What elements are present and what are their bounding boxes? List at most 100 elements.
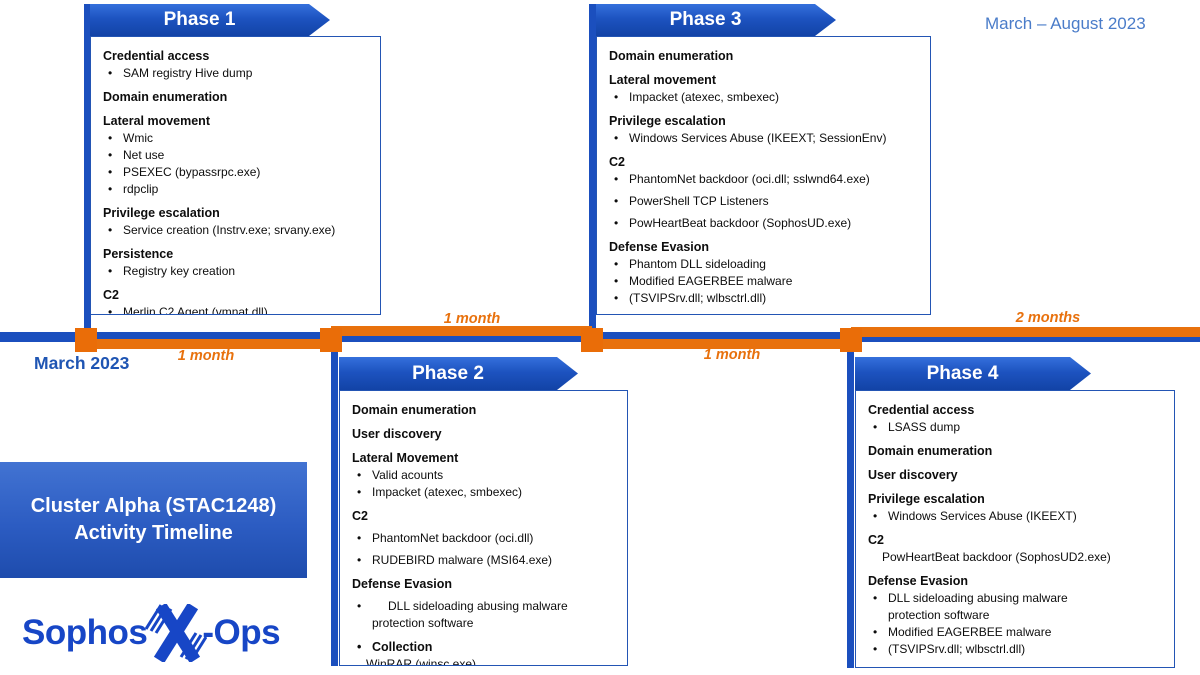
section-item-text: RUDEBIRD malware (MSI64.exe) bbox=[372, 553, 553, 567]
phase1-banner-label: Phase 1 bbox=[163, 9, 236, 30]
section-item-text: Registry key creation bbox=[123, 264, 236, 278]
bullet-glyph: • bbox=[108, 148, 113, 162]
section-heading: Privilege escalation bbox=[103, 206, 220, 220]
section-item: PowHeartBeat backdoor (SophosUD2.exe) bbox=[868, 549, 1166, 566]
section-item-text: Merlin C2 Agent (vmnat.dll) bbox=[123, 305, 268, 315]
bullet-glyph: • bbox=[108, 182, 113, 196]
section-item-text: LSASS dump bbox=[888, 420, 961, 434]
section-item-text: PowerShell TCP Listeners bbox=[629, 194, 769, 208]
phase1-connector-line bbox=[84, 4, 91, 334]
phase4-connector-line bbox=[847, 342, 854, 668]
title-line-1: Cluster Alpha (STAC1248) bbox=[30, 494, 277, 517]
bullet-glyph: • bbox=[614, 257, 619, 271]
section-item: •PhantomNet backdoor (oci.dll; sslwnd64.… bbox=[609, 171, 922, 188]
section-item: • Service creation (Instrv.exe; srvany.ex… bbox=[103, 222, 372, 239]
phase3-connector-line bbox=[589, 4, 596, 334]
bullet-glyph: • bbox=[614, 274, 619, 288]
bullet-glyph: • bbox=[108, 131, 113, 145]
section-heading: Domain enumeration bbox=[103, 90, 228, 104]
section-item: • PowerShell TCP Listeners bbox=[609, 193, 922, 210]
section-item: •SAM registry Hive dump bbox=[103, 65, 372, 82]
bullet-glyph: • bbox=[614, 291, 619, 305]
phase1-box: Credential access•SAM registry Hive dump… bbox=[90, 36, 381, 315]
section-item-text: WinRAR (winsc.exe) bbox=[366, 657, 477, 666]
bullet-glyph: • bbox=[357, 599, 362, 613]
interval-label-2: 1 month bbox=[443, 311, 501, 327]
phase-section: Defense Evasion•DLL sideloading abusing … bbox=[352, 576, 619, 632]
bullet-glyph: • bbox=[108, 66, 113, 80]
section-item: WinRAR (winsc.exe) bbox=[352, 656, 619, 666]
bullet-glyph: • bbox=[357, 485, 362, 499]
phase4-banner-label: Phase 4 bbox=[926, 362, 999, 384]
x-ops-x-icon bbox=[145, 604, 208, 662]
section-heading: Credential access bbox=[868, 403, 975, 417]
section-heading: C2 bbox=[609, 155, 625, 169]
section-item: •DLL sideloading abusing malware protect… bbox=[868, 590, 1166, 624]
section-heading: C2 bbox=[352, 509, 368, 523]
phase2-banner-label: Phase 2 bbox=[412, 362, 484, 384]
section-heading: Persistence bbox=[103, 247, 174, 261]
section-item-text: Valid acounts bbox=[372, 468, 444, 482]
section-item-text: Service creation (Instrv.exe; srvany.exe… bbox=[123, 223, 336, 237]
bullet-glyph: • bbox=[108, 165, 113, 179]
timeline-marker-phase1 bbox=[75, 328, 97, 352]
bullet-glyph: • bbox=[357, 531, 362, 545]
section-item-text: Net use bbox=[123, 148, 165, 162]
section-item-text: rdpclip bbox=[123, 182, 159, 196]
phase-section: Defense Evasion•Phantom DLL sideloading•… bbox=[609, 239, 922, 307]
phase-section: Lateral movement • Wmic • Net use • PSEXEC (by… bbox=[103, 113, 372, 198]
phase-section: C2•PhantomNet backdoor (oci.dll; sslwnd6… bbox=[609, 154, 922, 232]
bullet-glyph: • bbox=[614, 194, 619, 208]
section-item: • Registry key creation bbox=[103, 263, 372, 280]
timeline-orange-segment-1 bbox=[86, 339, 331, 349]
section-item-text: Wmic bbox=[123, 131, 153, 145]
phase1-banner: Phase 1 bbox=[90, 4, 330, 36]
section-item: • Phantom DLL sideloading bbox=[609, 256, 922, 273]
section-item: • Net use bbox=[103, 147, 372, 164]
section-item-text: Impacket (atexec, smbexec) bbox=[629, 90, 780, 104]
section-item: •(TSVIPSrv.dll; wlbsctrl.dll) bbox=[868, 641, 1166, 658]
logo-ops-text: -Ops bbox=[202, 613, 281, 652]
section-item: •PowHeartBeat backdoor (SophosUD.exe) bbox=[609, 215, 922, 232]
section-item-text: PhantomNet backdoor (oci.dll; sslwnd64.e… bbox=[629, 172, 870, 186]
section-item-text: PSEXEC (bypassrpc.exe) bbox=[123, 165, 261, 179]
section-heading: User discovery bbox=[868, 468, 958, 482]
section-item: •Impacket (atexec, smbexec) bbox=[609, 89, 922, 106]
section-item: • RUDEBIRD malware (MSI64.exe) bbox=[352, 552, 619, 569]
section-item-text: Phantom DLL sideloading bbox=[629, 257, 766, 271]
section-heading: C2 bbox=[868, 533, 884, 547]
section-heading: Domain enumeration bbox=[352, 403, 477, 417]
date-range-label: March – August 2023 bbox=[985, 14, 1146, 33]
section-heading: Privilege escalation bbox=[868, 492, 985, 506]
section-item: • Wmic bbox=[103, 130, 372, 147]
phase3-banner-label: Phase 3 bbox=[669, 9, 742, 30]
bullet-glyph: • bbox=[108, 305, 113, 315]
section-item: •Modified EAGERBEE malware bbox=[868, 624, 1166, 641]
phase-section: Privilege escalation • Service creation (I… bbox=[103, 205, 372, 239]
phase-section: Privilege escalation •Windows Services Ab… bbox=[868, 491, 1166, 525]
phase-section: User discovery bbox=[868, 467, 1166, 484]
section-item-text: PhantomNet backdoor (oci.dll) bbox=[372, 531, 534, 545]
section-item: • Merlin C2 Agent (vmnat.dll) bbox=[103, 304, 372, 315]
section-heading: Defense Evasion bbox=[609, 240, 710, 254]
bullet-glyph: • bbox=[357, 468, 362, 482]
section-item-text: Windows Services Abuse (IKEEXT) bbox=[888, 509, 1077, 523]
section-item-text: DLL sideloading abusing malware protecti… bbox=[372, 599, 568, 630]
section-item-text: Modified EAGERBEE malware bbox=[629, 274, 793, 288]
bullet-glyph: • bbox=[108, 223, 113, 237]
section-heading: Lateral movement bbox=[103, 114, 210, 128]
section-item-text: PowHeartBeat backdoor (SophosUD.exe) bbox=[629, 216, 852, 230]
phase-section: Persistence • Registry key creation bbox=[103, 246, 372, 280]
phase-section: Domain enumeration bbox=[868, 443, 1166, 460]
timeline-orange-segment-4 bbox=[851, 327, 1200, 337]
bullet-glyph: • bbox=[357, 553, 362, 567]
section-item: •Windows Services Abuse (IKEEXT) bbox=[868, 508, 1166, 525]
bullet-glyph: • bbox=[108, 264, 113, 278]
logo-sophos-text: Sophos bbox=[22, 613, 148, 652]
phase-section: Lateral movement•Impacket (atexec, smbex… bbox=[609, 72, 922, 106]
